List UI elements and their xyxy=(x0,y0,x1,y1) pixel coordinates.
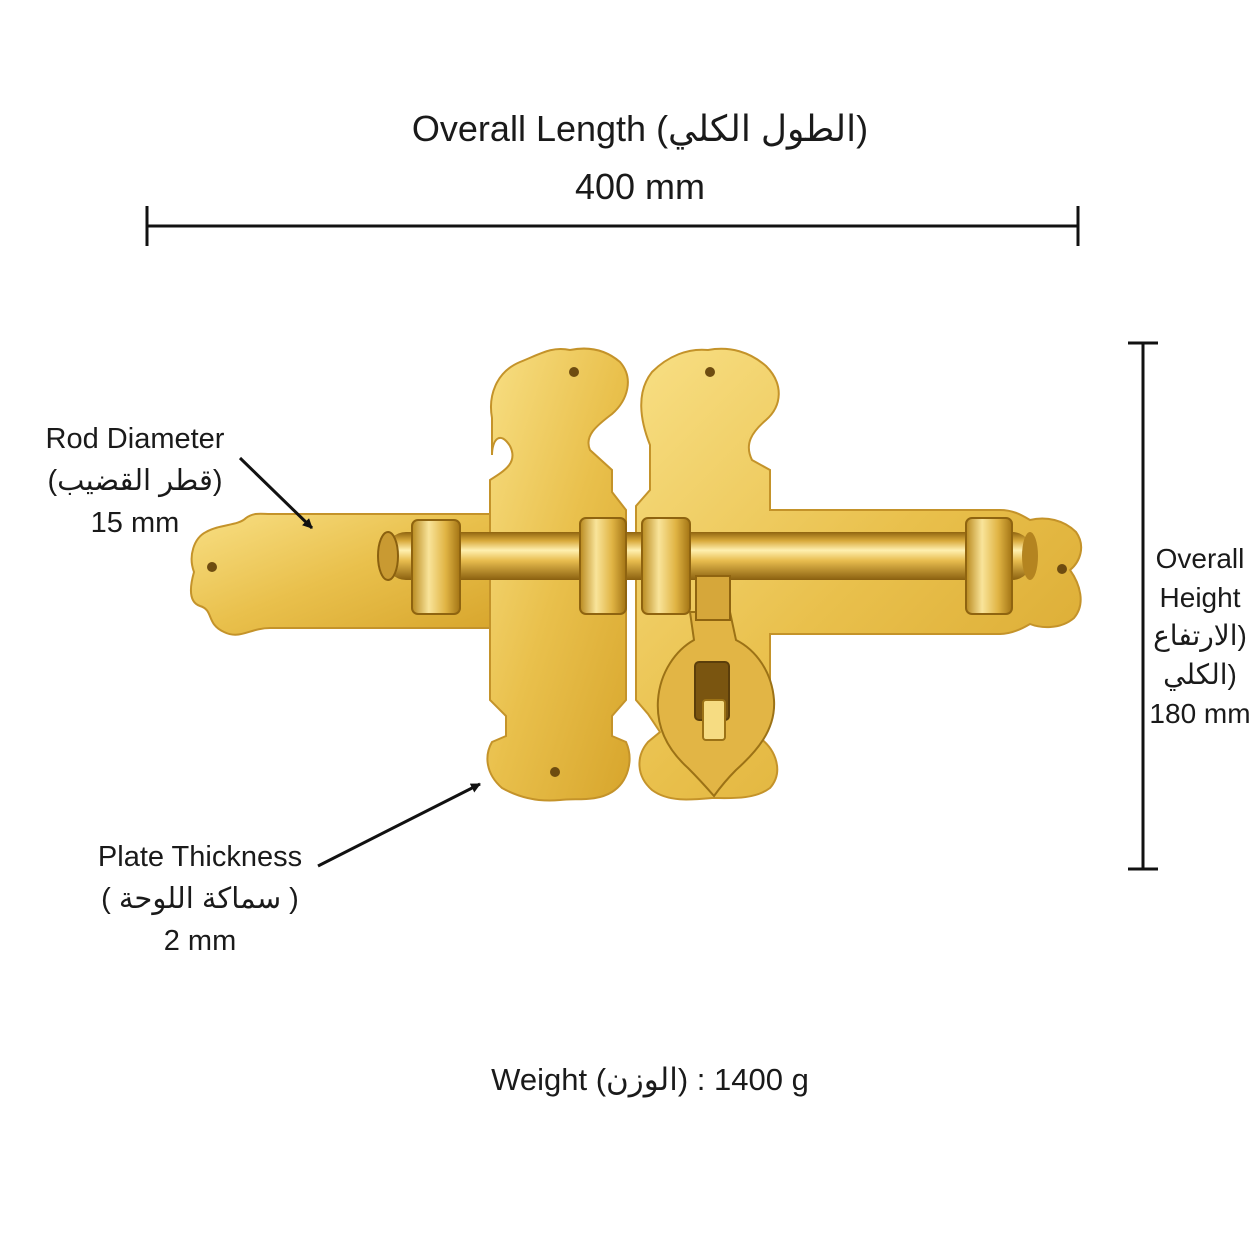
rod-diameter-label: Rod Diameter (قطر القضيب) 15 mm xyxy=(20,418,250,544)
rod-end-cap xyxy=(1022,532,1038,580)
overall-height-line3-ar: (الارتفاع xyxy=(1153,620,1247,652)
plate-thickness-arrow xyxy=(317,782,481,868)
overall-length-label: Overall Length (الطول الكلي) xyxy=(330,108,950,150)
sleeve xyxy=(579,517,627,615)
plate-thickness-label: Plate Thickness ( سماكة اللوحة ) 2 mm xyxy=(60,836,340,962)
sleeve xyxy=(965,517,1013,615)
hasp-staple xyxy=(702,699,726,741)
sleeve xyxy=(411,519,461,615)
overall-length-title: Overall Length xyxy=(411,108,647,149)
weight-title-ar: (الوزن) xyxy=(595,1062,689,1097)
overall-length-title-ar: (الطول الكلي) xyxy=(656,108,869,149)
weight-label: Weight (الوزن) : 1400 g xyxy=(400,1062,900,1099)
plate-thickness-title: Plate Thickness xyxy=(97,841,303,873)
screw-hole xyxy=(1057,564,1067,574)
rod-diameter-title-ar: (قطر القضيب) xyxy=(47,465,223,498)
screw-hole xyxy=(569,367,579,377)
weight-separator: : xyxy=(696,1062,706,1097)
overall-height-line1: Overall xyxy=(1155,543,1245,574)
overall-height-line4-ar: (الكلي xyxy=(1163,658,1237,690)
brass-latch xyxy=(189,347,1083,802)
weight-title: Weight xyxy=(491,1062,588,1097)
rod-diameter-title: Rod Diameter xyxy=(45,423,225,455)
rod-end-cap xyxy=(377,531,399,581)
rod xyxy=(386,532,1032,580)
rod-handle xyxy=(695,575,731,621)
height-dimension-line xyxy=(1128,341,1158,871)
screw-hole xyxy=(207,562,217,572)
length-dimension-line xyxy=(145,206,1080,246)
sleeve xyxy=(641,517,691,615)
rod-diameter-arrow xyxy=(238,456,314,530)
screw-hole xyxy=(550,767,560,777)
overall-height-value: 180 mm xyxy=(1149,697,1251,729)
plate-thickness-title-ar: ( سماكة اللوحة ) xyxy=(101,883,299,916)
weight-value: 1400 g xyxy=(714,1062,809,1097)
rod-diameter-value: 15 mm xyxy=(90,507,180,540)
plate-thickness-value: 2 mm xyxy=(163,925,237,958)
overall-height-line2: Height xyxy=(1159,581,1241,613)
overall-length-value: 400 mm xyxy=(574,166,706,207)
overall-height-label: Overall Height (الارتفاع (الكلي 180 mm xyxy=(1140,540,1254,733)
screw-hole xyxy=(705,367,715,377)
